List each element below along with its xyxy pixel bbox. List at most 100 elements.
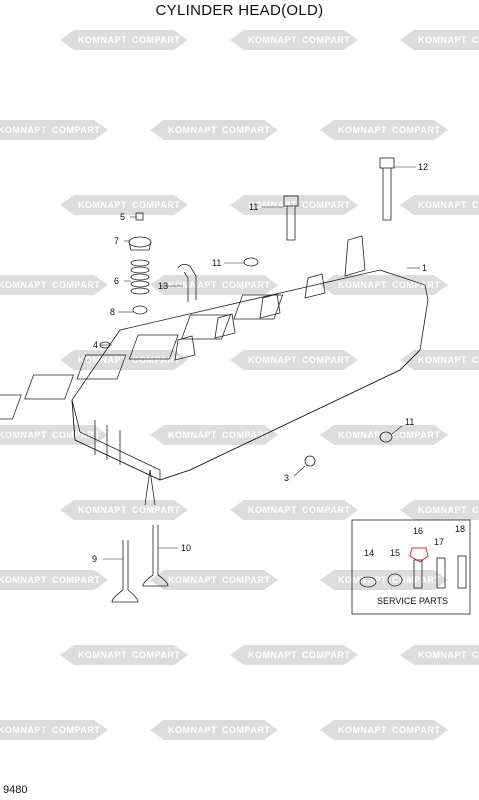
watermark-badge-shape bbox=[60, 645, 188, 665]
watermark-text-compart: COMPART bbox=[472, 355, 479, 365]
watermark-badge-shape bbox=[230, 350, 358, 370]
service-parts-label: SERVICE PARTS bbox=[377, 596, 448, 606]
watermark-badge-shape bbox=[400, 350, 479, 370]
watermark-text-komnapt: KOMNAPT bbox=[0, 575, 47, 585]
watermark-text-compart: COMPART bbox=[222, 575, 270, 585]
watermark-badge-shape bbox=[0, 425, 108, 445]
watermark-logo: KOMNAPT COMPART bbox=[150, 570, 278, 590]
watermark-logo: KOMNAPT COMPART bbox=[230, 500, 358, 520]
watermark-badge-shape bbox=[150, 120, 278, 140]
cylinder-head-outline bbox=[71, 269, 429, 481]
page-code: 9480 bbox=[3, 784, 28, 796]
exhaust-valve bbox=[142, 525, 169, 587]
watermark-text-komnapt: KOMNAPT bbox=[78, 505, 127, 515]
drain-plug bbox=[304, 455, 316, 467]
callout-10: 10 bbox=[181, 543, 191, 553]
watermark-text-komnapt: KOMNAPT bbox=[338, 125, 387, 135]
watermark-text-komnapt: KOMNAPT bbox=[78, 650, 127, 660]
watermark-text-compart: COMPART bbox=[132, 200, 180, 210]
watermark-text-komnapt: KOMNAPT bbox=[168, 280, 217, 290]
watermark-badge-shape bbox=[400, 30, 479, 50]
watermark-text-komnapt: KOMNAPT bbox=[0, 125, 47, 135]
watermark-layer: KOMNAPT COMPART KOMNAPT COMPART KOMNAPT COMPA… bbox=[0, 30, 479, 740]
watermark-text-compart: COMPART bbox=[472, 35, 479, 45]
watermark-text-komnapt: KOMNAPT bbox=[248, 505, 297, 515]
service-parts-items bbox=[359, 547, 467, 589]
watermark-text-compart: COMPART bbox=[52, 280, 100, 290]
watermark-text-compart: COMPART bbox=[222, 430, 270, 440]
watermark-text-compart: COMPART bbox=[132, 355, 180, 365]
watermark-text-komnapt: KOMNAPT bbox=[0, 430, 47, 440]
watermark-text-komnapt: KOMNAPT bbox=[168, 725, 217, 735]
watermark-badge-shape bbox=[400, 645, 479, 665]
watermark-text-komnapt: KOMNAPT bbox=[418, 35, 467, 45]
watermark-text-compart: COMPART bbox=[302, 35, 350, 45]
watermark-logo: KOMNAPT COMPART bbox=[400, 500, 479, 520]
watermark-text-compart: COMPART bbox=[222, 725, 270, 735]
watermark-logo: KOMNAPT COMPART bbox=[400, 350, 479, 370]
watermark-text-compart: COMPART bbox=[132, 650, 180, 660]
head-front-ribs bbox=[94, 420, 121, 465]
watermark-text-compart: COMPART bbox=[392, 725, 440, 735]
watermark-text-compart: COMPART bbox=[52, 430, 100, 440]
watermark-badge-shape bbox=[150, 720, 278, 740]
callout-3: 3 bbox=[284, 473, 289, 483]
watermark-text-komnapt: KOMNAPT bbox=[0, 280, 47, 290]
callout-7: 7 bbox=[114, 236, 119, 246]
watermark-text-komnapt: KOMNAPT bbox=[248, 200, 297, 210]
watermark-text-komnapt: KOMNAPT bbox=[338, 725, 387, 735]
callout-11-upper: 11 bbox=[212, 258, 221, 268]
valve-spring bbox=[130, 259, 150, 295]
watermark-text-komnapt: KOMNAPT bbox=[418, 355, 467, 365]
watermark-text-compart: COMPART bbox=[132, 35, 180, 45]
watermark-badge-shape bbox=[0, 275, 108, 295]
leader-lines bbox=[100, 166, 420, 560]
watermark-text-compart: COMPART bbox=[132, 505, 180, 515]
callout-13: 12 bbox=[418, 162, 428, 172]
watermark-text-compart: COMPART bbox=[472, 505, 479, 515]
callout-4: 4 bbox=[93, 340, 98, 350]
watermark-text-compart: COMPART bbox=[302, 200, 350, 210]
valve-guide-lines bbox=[144, 469, 156, 506]
cylinder-head-lower-edge bbox=[159, 349, 421, 481]
callout-16: 15 bbox=[390, 548, 400, 558]
watermark-text-komnapt: KOMNAPT bbox=[248, 355, 297, 365]
watermark-logo: KOMNAPT COMPART bbox=[320, 720, 448, 740]
watermark-text-compart: COMPART bbox=[302, 505, 350, 515]
watermark-text-komnapt: KOMNAPT bbox=[0, 725, 47, 735]
callout-14: 13 bbox=[158, 281, 168, 291]
valve-stem-seal bbox=[132, 305, 148, 315]
intake-valve bbox=[111, 540, 139, 603]
watermark-badge-shape bbox=[230, 500, 358, 520]
watermark-text-komnapt: KOMNAPT bbox=[168, 430, 217, 440]
watermark-badge-shape bbox=[150, 275, 278, 295]
watermark-badge-shape bbox=[60, 500, 188, 520]
watermark-badge-shape bbox=[0, 720, 108, 740]
watermark-logo: KOMNAPT COMPART bbox=[0, 275, 108, 295]
callout-6: 6 bbox=[114, 276, 119, 286]
watermark-text-compart: COMPART bbox=[472, 650, 479, 660]
breather-hose bbox=[177, 264, 197, 302]
watermark-logo: KOMNAPT COMPART bbox=[230, 195, 358, 215]
watermark-text-compart: COMPART bbox=[392, 280, 440, 290]
watermark-text-komnapt: KOMNAPT bbox=[168, 575, 217, 585]
service-parts-box bbox=[351, 519, 471, 615]
watermark-badge-shape bbox=[230, 645, 358, 665]
watermark-text-komnapt: KOMNAPT bbox=[418, 505, 467, 515]
callout-11-lower: 11 bbox=[405, 417, 414, 427]
plug-lower bbox=[379, 431, 393, 443]
watermark-text-komnapt: KOMNAPT bbox=[78, 355, 127, 365]
callout-18: 17 bbox=[434, 537, 444, 547]
callout-8: 8 bbox=[110, 307, 115, 317]
watermark-text-komnapt: KOMNAPT bbox=[78, 35, 127, 45]
